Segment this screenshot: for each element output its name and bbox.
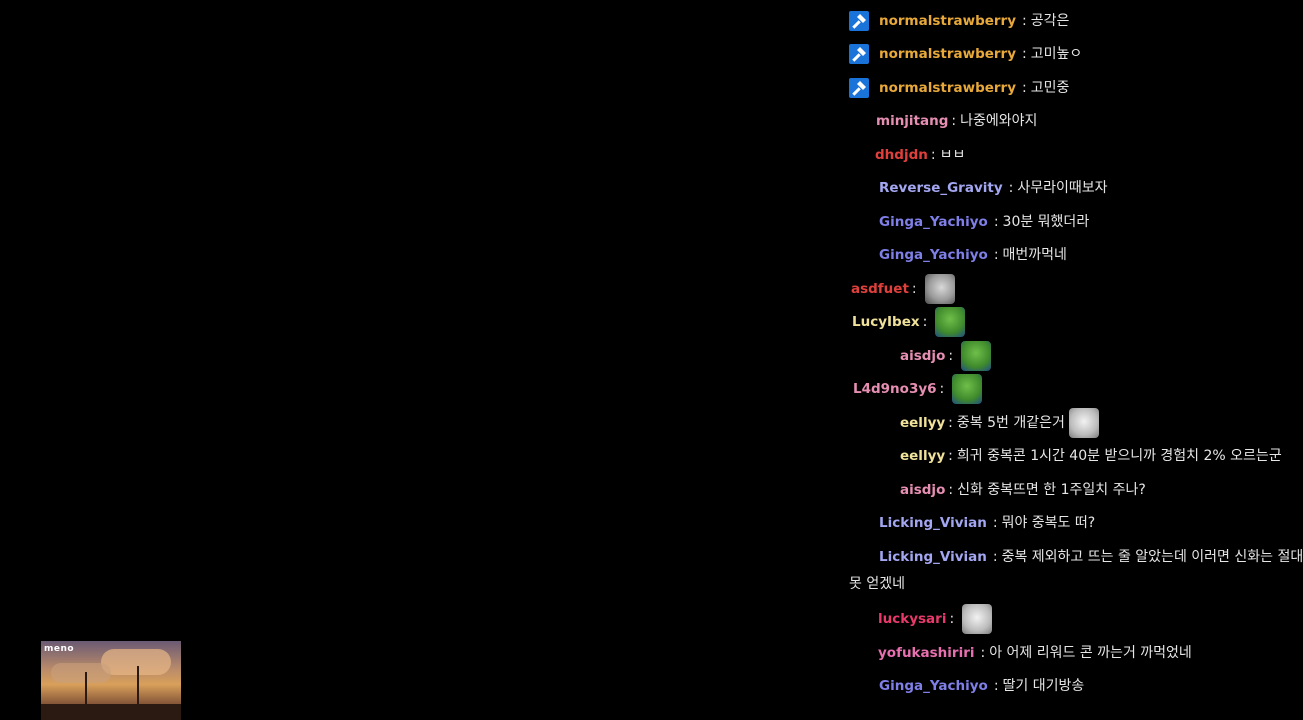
chat-username[interactable]: asdfuet <box>851 280 909 297</box>
chat-message: minjitang:나중에와야지 <box>849 104 1280 137</box>
cat-emote-icon <box>962 603 993 634</box>
chat-separator: : <box>948 347 954 364</box>
chat-username[interactable]: Reverse_Gravity <box>879 179 1003 196</box>
chat-message: eellyy:중복 5번 개같은거 <box>849 406 1280 439</box>
chat-separator: : <box>939 380 945 397</box>
chat-username[interactable]: LucyIbex <box>852 313 920 330</box>
chat-separator: : <box>1022 12 1027 29</box>
chat-username[interactable]: eellyy <box>900 447 946 464</box>
chat-text: 딸기 대기방송 <box>1002 677 1085 694</box>
chat-separator: : <box>980 644 986 661</box>
thumbnail-cloud <box>51 663 111 683</box>
chat-message: asdfuet: <box>849 272 1280 305</box>
thumbnail-logo: meno <box>44 644 75 654</box>
chat-text: 나중에와야지 <box>960 112 1038 129</box>
chat-separator: : <box>911 280 917 297</box>
chat-message: normalstrawberry:고민중 <box>849 71 1280 104</box>
chat-separator: : <box>948 447 953 464</box>
chat-message: yofukashiriri:아 어제 리워드 콘 까는거 까먹었네 <box>849 636 1280 669</box>
chat-message: Ginga_Yachiyo:30분 뭐했더라 <box>849 205 1280 238</box>
chat-username[interactable]: L4d9no3y6 <box>853 380 937 397</box>
chat-message: normalstrawberry:고미높ㅇ <box>849 37 1280 70</box>
chat-separator: : <box>1022 79 1027 96</box>
chat-text: 고미높ㅇ <box>1030 45 1083 62</box>
chat-username[interactable]: Ginga_Yachiyo <box>879 677 988 694</box>
frog-emote-icon <box>961 340 992 371</box>
chat-separator: : <box>930 146 936 163</box>
seal-emote-icon <box>924 273 955 304</box>
thumbnail-cloud <box>101 649 171 675</box>
chat-username[interactable]: Ginga_Yachiyo <box>879 246 988 263</box>
moderator-badge-icon <box>849 11 869 31</box>
cat-emote-icon <box>1068 407 1099 438</box>
chat-separator: : <box>949 610 955 627</box>
chat-message: Ginga_Yachiyo:딸기 대기방송 <box>849 669 1280 702</box>
chat-username[interactable]: eellyy <box>900 414 946 431</box>
chat-text: ㅂㅂ <box>939 146 966 163</box>
chat-message: eellyy:희귀 중복콘 1시간 40분 받으니까 경험치 2% 오르는군 <box>849 439 1282 472</box>
chat-text: 아 어제 리워드 콘 까는거 까먹었네 <box>989 644 1192 661</box>
chat-separator: : <box>992 514 998 531</box>
chat-separator: : <box>993 677 999 694</box>
chat-message: aisdjo: <box>849 339 1280 372</box>
chat-message: LucyIbex: <box>849 305 1280 338</box>
chat-separator: : <box>1022 45 1027 62</box>
chat-message: luckysari: <box>849 602 1280 635</box>
frog-emote-icon <box>935 306 966 337</box>
chat-username[interactable]: normalstrawberry <box>879 79 1017 96</box>
chat-message: Licking_Vivian:뭐야 중복도 떠? <box>849 506 1280 539</box>
chat-username[interactable]: luckysari <box>878 610 947 627</box>
chat-text: 중복 5번 개같은거 <box>956 414 1065 431</box>
thumbnail-pole <box>85 672 87 706</box>
chat-text: 희귀 중복콘 1시간 40분 받으니까 경험치 2% 오르는군 <box>956 447 1282 464</box>
chat-text: 사무라이때보자 <box>1017 179 1108 196</box>
chat-separator: : <box>993 213 999 230</box>
chat-text: 공각은 <box>1030 12 1070 29</box>
chat-username[interactable]: aisdjo <box>900 481 946 498</box>
chat-text: 매번까먹네 <box>1002 246 1067 263</box>
chat-username[interactable]: aisdjo <box>900 347 946 364</box>
chat-username[interactable]: normalstrawberry <box>879 45 1017 62</box>
chat-message: L4d9no3y6: <box>849 372 1280 405</box>
chat-text: 뭐야 중복도 떠? <box>1001 514 1096 531</box>
chat-separator: : <box>922 313 928 330</box>
chat-separator: : <box>992 548 998 565</box>
thumbnail-pole <box>137 666 139 706</box>
chat-separator: : <box>1008 179 1014 196</box>
chat-username[interactable]: Licking_Vivian <box>879 548 987 565</box>
chat-username[interactable]: dhdjdn <box>875 146 928 163</box>
moderator-badge-icon <box>849 44 869 64</box>
chat-username[interactable]: normalstrawberry <box>879 12 1017 29</box>
chat-separator: : <box>993 246 999 263</box>
moderator-badge-icon <box>849 78 869 98</box>
stream-thumbnail[interactable]: meno <box>41 641 181 720</box>
chat-message: dhdjdn:ㅂㅂ <box>849 138 1280 171</box>
chat-text: 고민중 <box>1030 79 1070 96</box>
chat-message: Licking_Vivian:중복 제외하고 뜨는 줄 알았는데 이러면 신화는… <box>849 540 1303 573</box>
chat-text: 신화 중복뜨면 한 1주일치 주나? <box>957 481 1146 498</box>
chat-text-continued: 못 얻겠네 <box>849 576 905 592</box>
chat-separator: : <box>948 414 953 431</box>
chat-message: normalstrawberry:공각은 <box>849 4 1280 37</box>
thumbnail-ground <box>41 704 181 720</box>
chat-message: Reverse_Gravity:사무라이때보자 <box>849 171 1280 204</box>
chat-message: Ginga_Yachiyo:매번까먹네 <box>849 238 1280 271</box>
chat-separator: : <box>948 481 954 498</box>
chat-username[interactable]: Ginga_Yachiyo <box>879 213 988 230</box>
chat-separator: : <box>951 112 957 129</box>
chat-message: aisdjo:신화 중복뜨면 한 1주일치 주나? <box>849 473 1280 506</box>
chat-username[interactable]: Licking_Vivian <box>879 514 987 531</box>
chat-text: 30분 뭐했더라 <box>1002 213 1090 230</box>
frog-emote-icon <box>952 373 983 404</box>
chat-text: 중복 제외하고 뜨는 줄 알았는데 이러면 신화는 절대 <box>1001 548 1303 565</box>
chat-username[interactable]: minjitang <box>876 112 949 129</box>
chat-username[interactable]: yofukashiriri <box>878 644 975 661</box>
